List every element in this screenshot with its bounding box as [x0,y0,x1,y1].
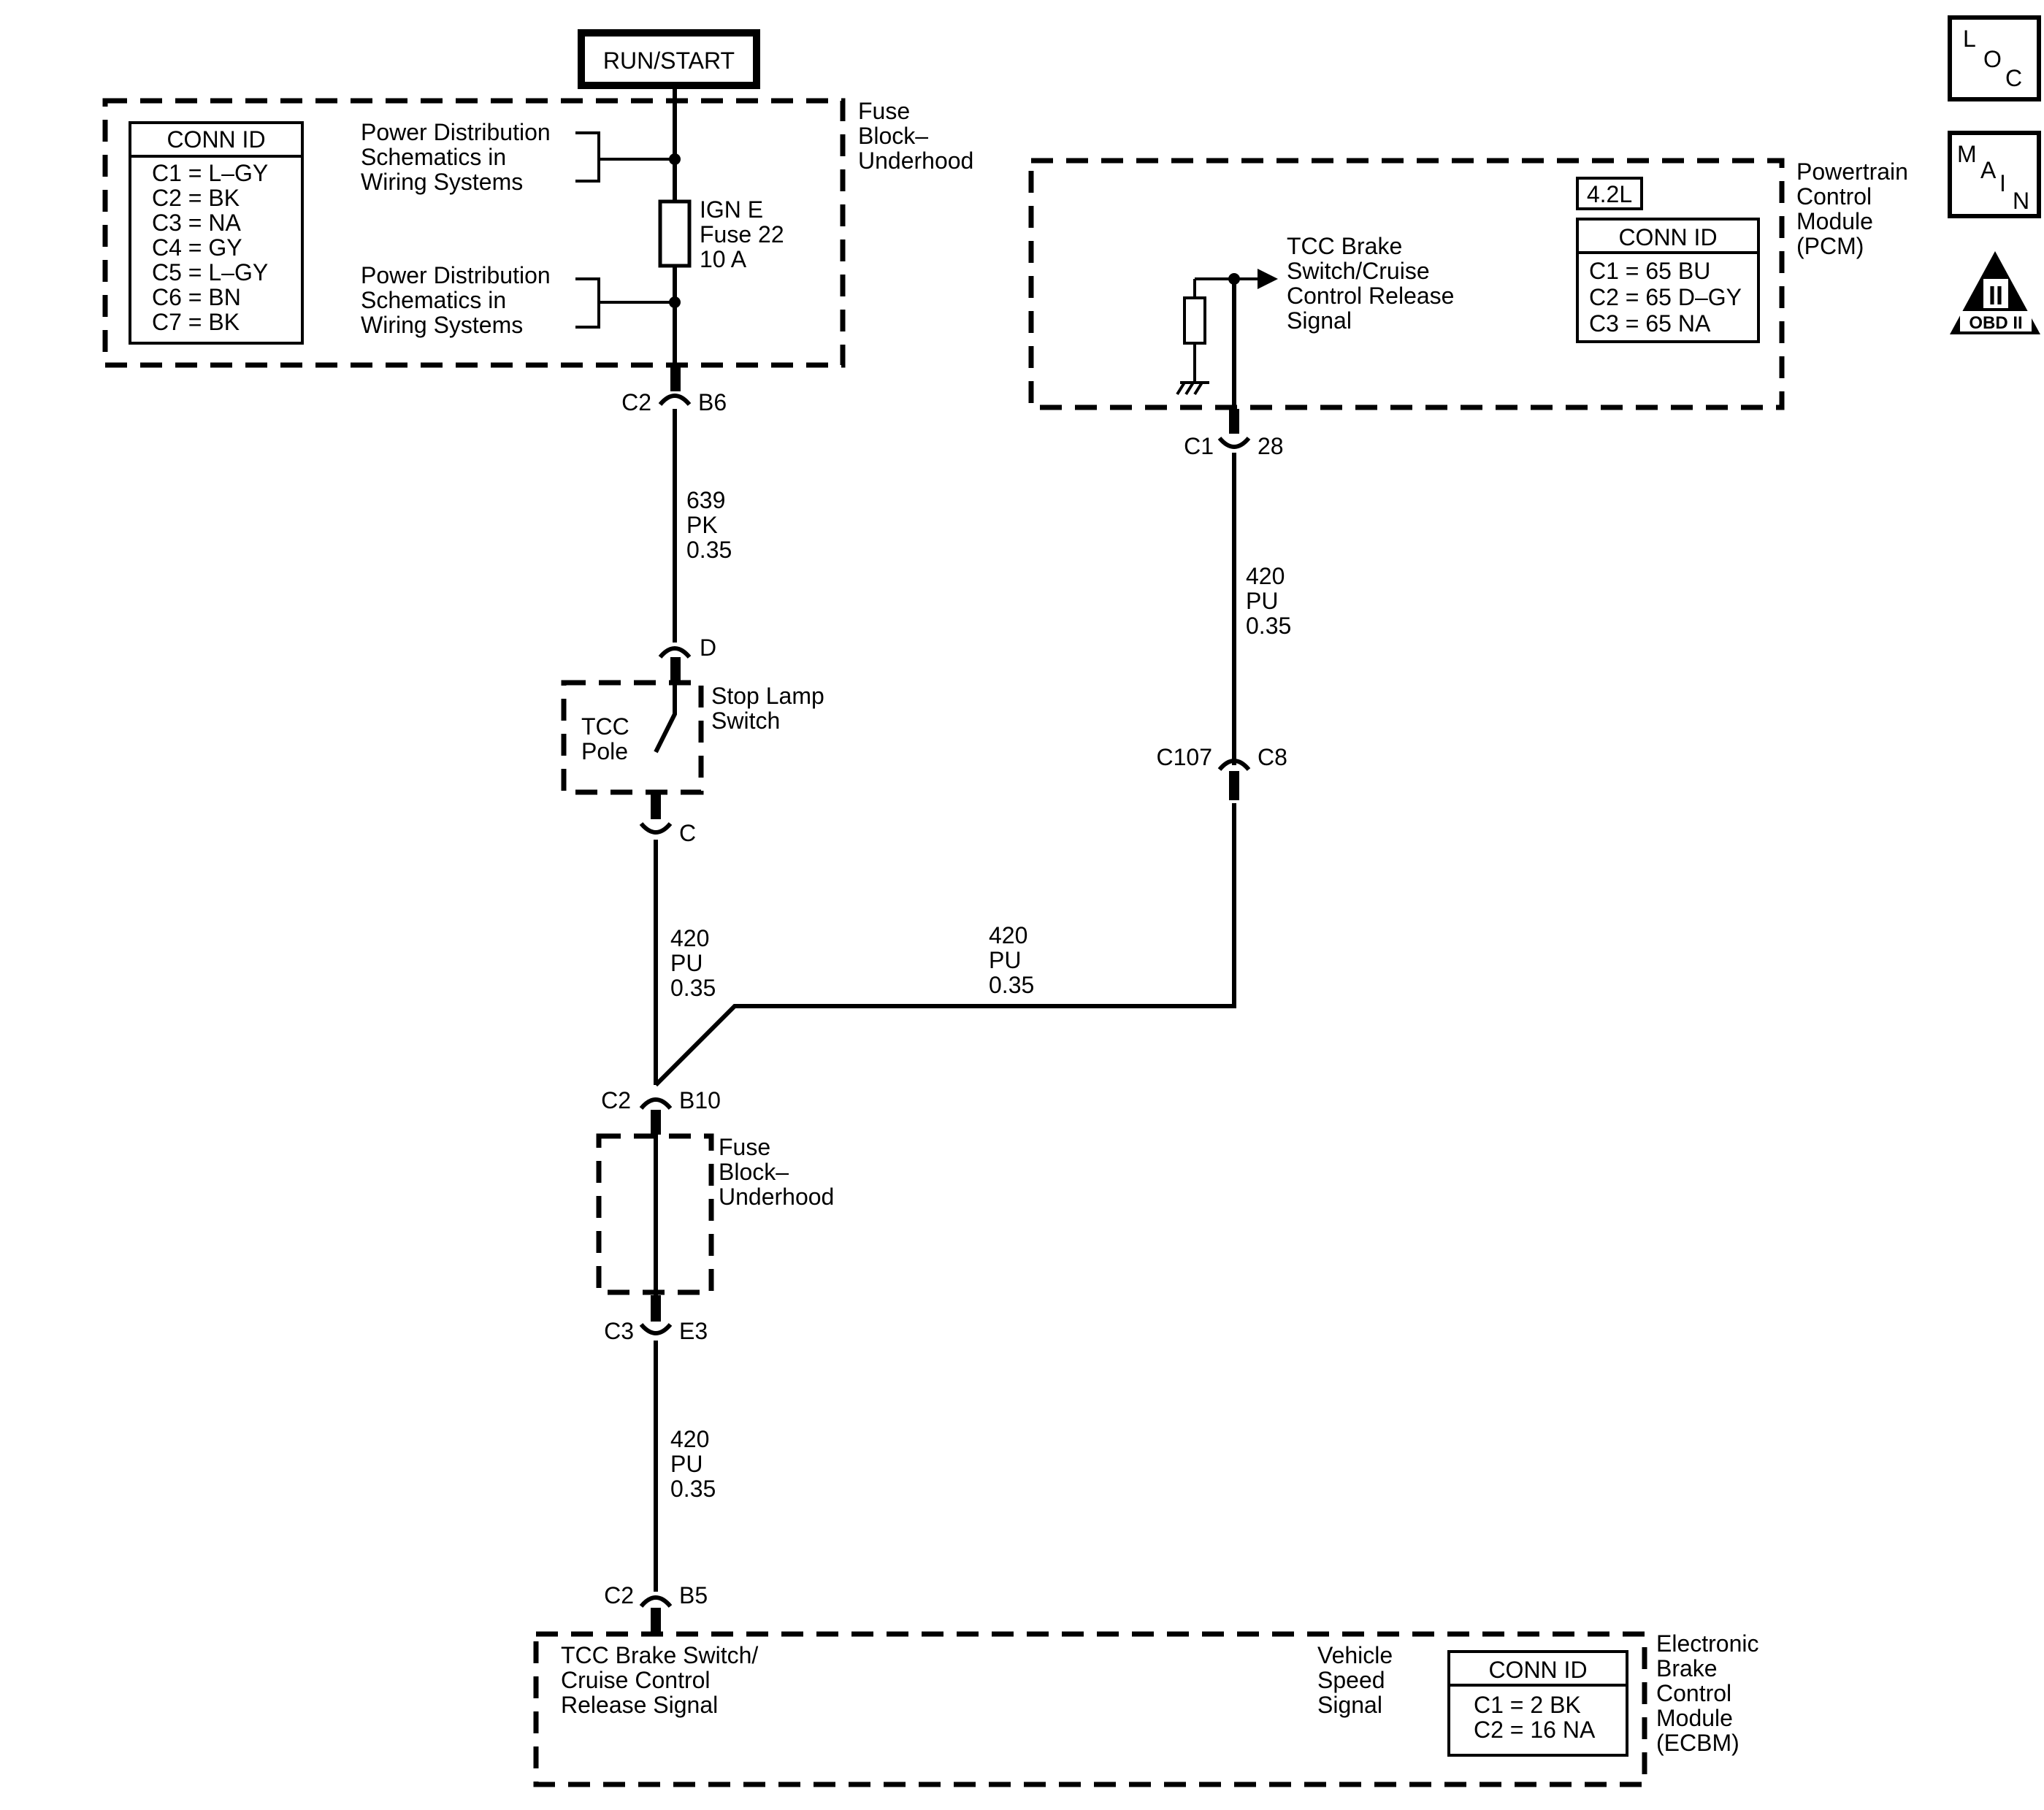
power-dist-ref-1: Power Distribution Schematics in Wiring … [361,119,557,195]
fuse-block-conn-id: CONN ID C1 = L–GY C2 = BK C3 = NA C4 = G… [129,121,304,345]
pcm-signal-label: TCC Brake Switch/Cruise Control Release … [1287,233,1461,334]
connector-c107-c8: C107 C8 [1157,744,1287,800]
svg-text:A: A [1980,157,1997,183]
svg-text:B5: B5 [679,1582,708,1608]
conn-id-rows: C1 = L–GY C2 = BK C3 = NA C4 = GY C5 = L… [152,160,275,335]
wire-420-a-label: 420 PU 0.35 [670,925,716,1001]
svg-text:C1 = 65 BU C2 = 65 D–G: C1 = 65 BU C2 = 65 D–GY C3 = 65 NA [1589,258,1748,337]
loc-icon[interactable]: L O C [1948,15,2041,101]
svg-text:C1: C1 [1184,433,1214,459]
svg-text:I: I [1999,170,2006,196]
run-start-source: RUN/START [578,29,760,89]
svg-text:28: 28 [1258,433,1284,459]
ecbm-module: Electronic Brake Control Module (ECBM) T… [533,1630,1765,1787]
ecbm-label: Electronic Brake Control Module (ECBM) [1656,1630,1765,1756]
fuse-block-underhood-top: Fuse Block– Underhood CONN ID C1 = L–GY … [102,98,973,368]
power-dist-ref-2: Power Distribution Schematics in Wiring … [361,262,557,338]
svg-text:C2: C2 [601,1087,631,1113]
connector-c2-b10: C2 B10 [601,1087,721,1135]
svg-text:L: L [1963,26,1976,52]
fuse-label: IGN E Fuse 22 10 A [700,196,791,272]
ecbm-signal-label: TCC Brake Switch/ Cruise Control Release… [561,1642,765,1718]
pcm-label: Powertrain Control Module (PCM) [1796,158,1915,259]
connector-c2-b5: C2 B5 [604,1582,708,1634]
engine-badge: 4.2L [1587,181,1632,207]
ecbm-conn-id: CONN ID C1 = 2 BK C2 = 16 NA [1447,1650,1628,1757]
svg-text:D: D [700,634,716,661]
svg-text:C3: C3 [604,1318,634,1344]
wire-420-d-label: 420 PU 0.35 [670,1426,716,1502]
connector-c2-b6: C2 B6 [621,365,727,415]
svg-text:E3: E3 [679,1318,708,1344]
svg-text:C2: C2 [621,389,651,415]
svg-text:CONN ID: CONN ID [1488,1657,1587,1683]
run-start-label: RUN/START [603,47,735,74]
wire-420-c-label: 420 PU 0.35 [1246,563,1291,639]
stop-lamp-switch: Stop Lamp Switch TCC Pole [561,680,831,795]
svg-text:O: O [1983,46,2002,72]
fuse-block-mid-label: Fuse Block– Underhood [719,1134,834,1210]
svg-text:B6: B6 [698,389,727,415]
fuse-block-top-label: Fuse Block– Underhood [858,98,973,174]
pcm-conn-id: CONN ID C1 = 65 BU C2 = 65 D–GY C3 = 65 … [1576,218,1760,343]
pcm-module: Powertrain Control Module (PCM) 4.2L CON… [1028,158,1915,410]
svg-text:N: N [2013,188,2029,214]
stop-lamp-label: Stop Lamp Switch [711,683,831,734]
svg-text:C107: C107 [1157,744,1213,770]
svg-text:OBD II: OBD II [1969,313,2022,333]
svg-text:C8: C8 [1258,744,1287,770]
svg-text:II: II [1989,280,2003,310]
svg-text:C: C [2005,65,2022,91]
vehicle-speed-signal-label: Vehicle Speed Signal [1317,1642,1399,1718]
connector-c3-e3: C3 E3 [604,1295,708,1344]
main-icon[interactable]: M A I N [1948,131,2041,218]
svg-text:M: M [1957,141,1977,167]
svg-text:C: C [679,820,696,846]
svg-text:B10: B10 [679,1087,721,1113]
connector-c: C [639,794,696,846]
tcc-pole-label: TCC Pole [581,713,636,764]
connector-c1-28: C1 28 [1184,409,1284,459]
svg-text:C2: C2 [604,1582,634,1608]
wire-639-label: 639 PK 0.35 [686,487,732,563]
svg-text:C1 = 2 BK C2 = 16 NA: C1 = 2 BK C2 = 16 NA [1474,1692,1596,1743]
obd-ii-icon[interactable]: II OBD II [1950,251,2040,334]
fuse-block-underhood-mid: Fuse Block– Underhood [596,1133,834,1295]
conn-id-title: CONN ID [166,126,265,153]
connector-d: D [658,634,716,683]
svg-text:CONN ID: CONN ID [1618,224,1717,250]
wire-420-b-label: 420 PU 0.35 [989,922,1034,998]
fuse-22 [658,199,692,268]
